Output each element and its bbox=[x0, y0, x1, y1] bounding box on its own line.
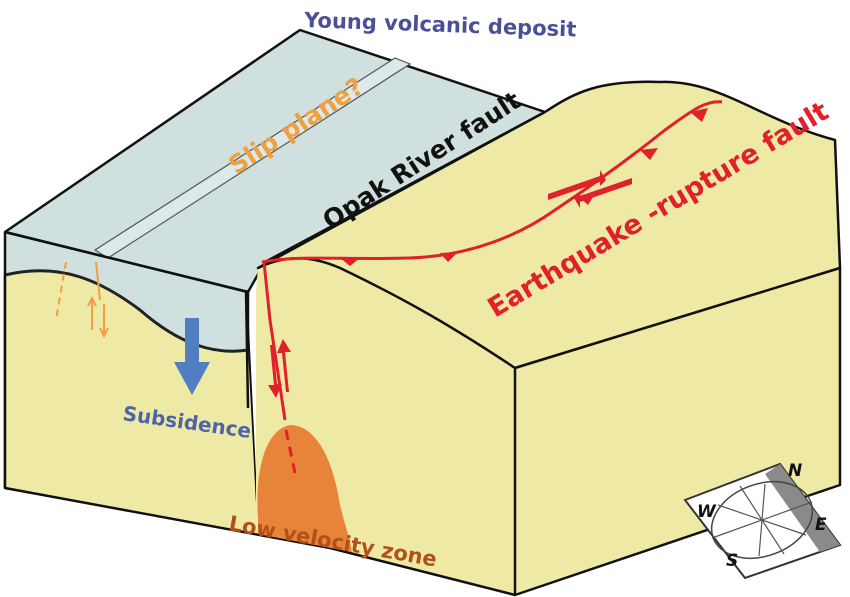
layer-boundary-line bbox=[4, 269, 249, 353]
strike-slip-arrows bbox=[548, 170, 632, 208]
fault-plane-dashed bbox=[284, 429, 298, 479]
compass: N E S W bbox=[683, 461, 842, 580]
left-block-lower-fill bbox=[5, 270, 330, 548]
compass-south-label: S bbox=[726, 551, 738, 571]
compass-spokes bbox=[711, 483, 813, 557]
block-bottom-edge bbox=[4, 486, 516, 597]
right-block-side-face bbox=[513, 266, 842, 597]
slip-plane-line bbox=[95, 261, 101, 301]
right-block-top-surface bbox=[256, 80, 842, 370]
compass-shaded-corner bbox=[765, 464, 840, 552]
slip-plane-dashed-left bbox=[55, 261, 67, 321]
subsidence-arrow bbox=[174, 318, 210, 395]
young-volcanic-deposit-label: Young volcanic deposit bbox=[303, 8, 577, 42]
slip-plane-arrows bbox=[87, 295, 109, 339]
fault-scarp bbox=[244, 289, 250, 409]
compass-north-label: N bbox=[788, 461, 802, 481]
compass-east-label: E bbox=[815, 515, 827, 535]
low-velocity-zone bbox=[257, 425, 352, 552]
compass-west-label: W bbox=[697, 502, 717, 522]
dip-slip-arrows bbox=[268, 339, 291, 398]
left-block-front-edge bbox=[4, 230, 250, 350]
